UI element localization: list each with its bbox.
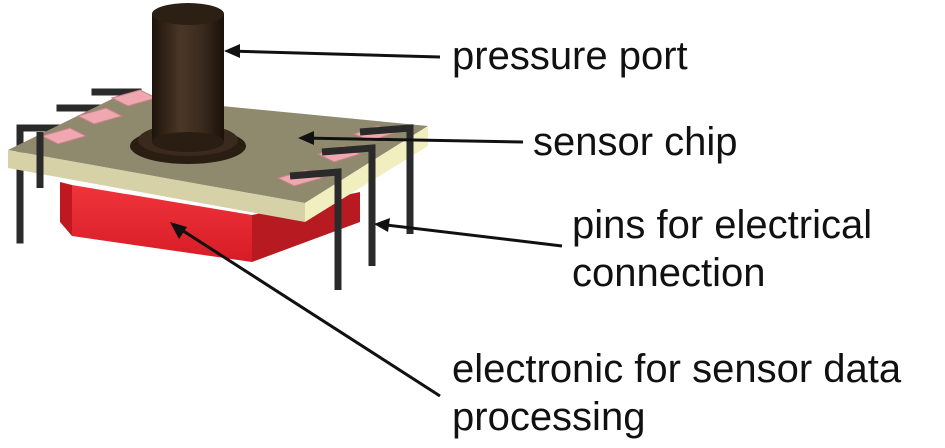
arrow-sensor-chip: [301, 136, 524, 144]
label-sensor-chip: sensor chip: [533, 120, 738, 164]
arrow-pressure-port: [227, 49, 441, 59]
arrows: [170, 44, 563, 398]
arrow-electronic: [173, 223, 441, 398]
pressure-port: [130, 3, 246, 164]
label-pins-line-2: connection: [572, 251, 766, 295]
label-pressure-port: pressure port: [452, 34, 688, 78]
label-pins: pins for electrical connection: [572, 201, 872, 297]
label-electronic-line-1: electronic for sensor data: [452, 347, 902, 391]
arrow-pins: [377, 222, 563, 248]
label-electronic-line-2: processing: [452, 395, 646, 439]
label-electronic: electronic for sensor data processing: [452, 345, 901, 441]
label-pins-line-1: pins for electrical: [572, 203, 873, 247]
front-pins: [36, 124, 414, 290]
